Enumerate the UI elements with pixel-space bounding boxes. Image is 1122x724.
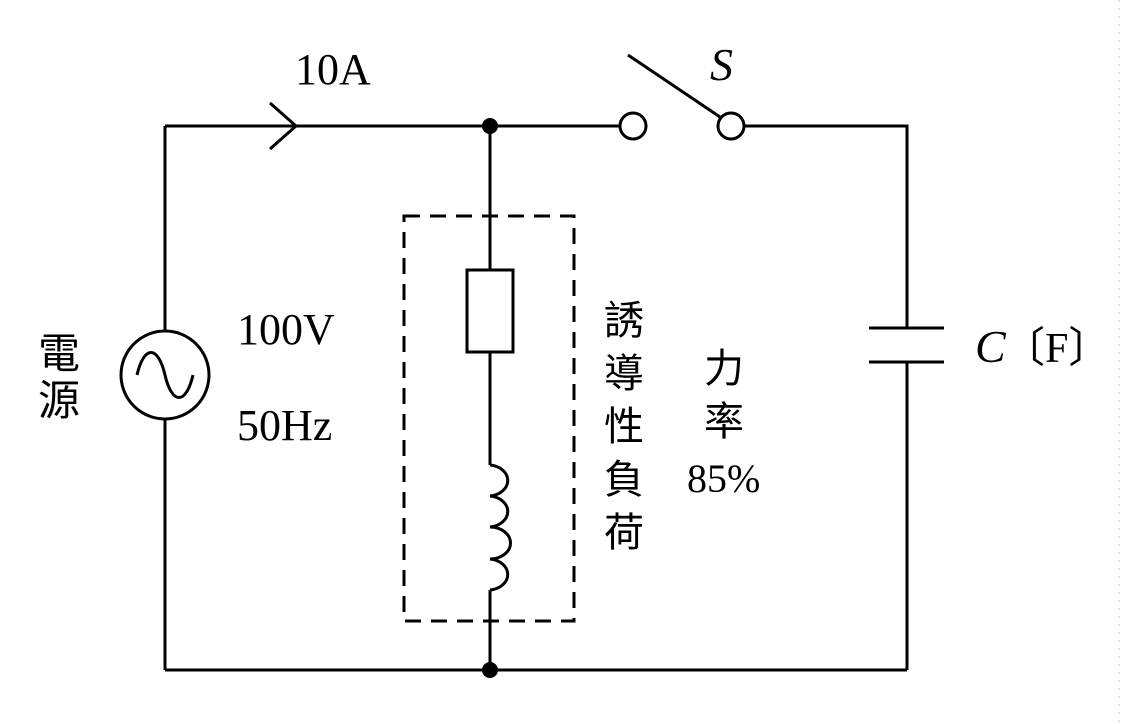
power-factor-char-2: 率 <box>704 399 744 445</box>
load-name-char-2: 導 <box>604 351 644 397</box>
capacitor-unit: 〔F〕 <box>1003 326 1110 372</box>
junction-dot-top <box>482 118 498 134</box>
load-name-char-1: 誘 <box>604 298 644 344</box>
right-wire <box>745 124 909 670</box>
source-name-char-2: 源 <box>38 376 80 425</box>
switch-terminal-left <box>618 111 648 141</box>
switch-label: S <box>710 39 733 90</box>
junction-dot-bottom <box>482 662 498 678</box>
ac-source-icon <box>119 329 211 421</box>
source-voltage: 100V <box>237 305 335 354</box>
current-label: 10A <box>295 45 371 94</box>
current-arrow-icon <box>269 101 299 151</box>
load-name-char-5: 荷 <box>604 510 644 556</box>
inductor-icon <box>489 463 513 592</box>
load-name-char-4: 負 <box>604 457 644 503</box>
source-name-char-1: 電 <box>38 329 80 378</box>
inductive-load-box <box>402 214 576 623</box>
resistor-icon <box>465 268 515 354</box>
power-factor-value: 85% <box>687 456 760 501</box>
switch-terminal-right <box>716 111 746 141</box>
sine-wave-icon <box>135 351 195 399</box>
load-name-char-3: 性 <box>604 404 644 450</box>
switch-blade <box>627 53 721 119</box>
source-frequency: 50Hz <box>237 401 332 450</box>
power-factor-char-1: 力 <box>704 346 744 392</box>
capacitor-symbol: C <box>975 321 1007 372</box>
